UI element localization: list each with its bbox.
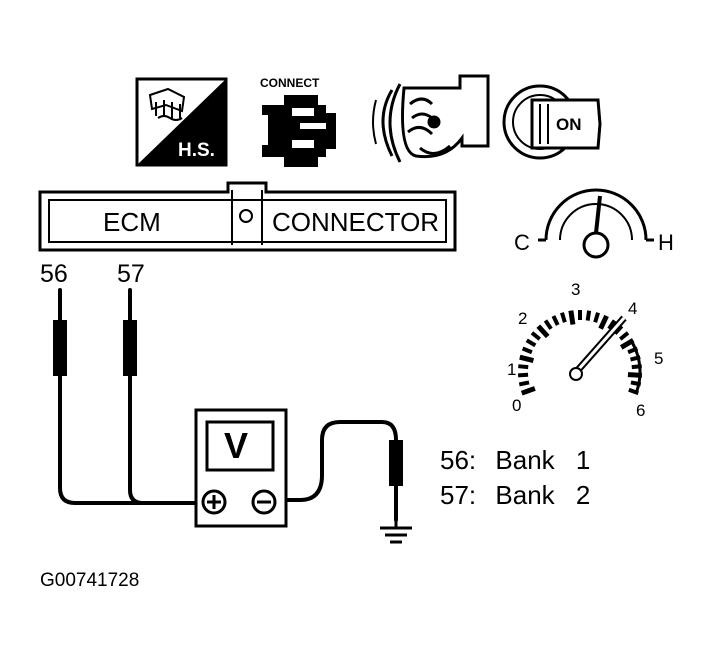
tach-scale-tick	[521, 346, 533, 355]
probe-tips	[53, 320, 403, 486]
legend-text-1: Bank	[495, 445, 555, 475]
ecm-connector	[38, 181, 457, 252]
hood-heat-shield-icon	[135, 77, 228, 167]
legend-number-1: 1	[575, 445, 591, 475]
tach-tick-1: 1	[507, 360, 517, 379]
gauge-cold-label: C	[514, 230, 530, 255]
tach-scale-tick	[520, 386, 536, 396]
tach-tick-2: 2	[518, 309, 528, 328]
tach-tick-3: 3	[571, 280, 581, 299]
legend-row-1: 56: Bank 1	[440, 447, 590, 473]
probe-wires	[58, 288, 398, 522]
connect-connector-icon	[262, 95, 336, 167]
tach-scale-tick	[613, 324, 624, 335]
temperature-gauge	[538, 188, 654, 259]
tach-scale-tick	[593, 312, 600, 323]
tach-scale-tick	[619, 338, 635, 350]
tach-scale-tick	[619, 331, 630, 341]
tach-scale-tick	[568, 310, 576, 325]
tach-needle	[569, 315, 627, 381]
ignition-on-label: ON	[556, 115, 582, 134]
legend-pin-57: 57:	[440, 480, 477, 510]
tach-scale-tick	[525, 338, 537, 348]
legend-text-2: Bank	[495, 480, 555, 510]
pin-57-label: 57	[117, 260, 145, 288]
tach-scale-tick	[536, 324, 550, 339]
legend-pin-56: 56:	[440, 445, 477, 475]
tach-tick-5: 5	[654, 349, 664, 368]
ignition-key-on-icon	[502, 84, 602, 160]
legend-row-2: 57: Bank 2	[440, 482, 590, 508]
tach-scale-tick	[551, 315, 560, 326]
tach-scale-tick	[518, 380, 530, 387]
tach-scale-tick	[585, 310, 592, 321]
tach-scale-tick	[598, 314, 609, 330]
tach-scale-tick	[560, 312, 567, 323]
tach-redzone-arc	[630, 341, 642, 394]
ecm-label: ECM	[103, 207, 161, 237]
tach-scale-tick	[530, 331, 541, 341]
tach-scale-tick	[519, 354, 534, 363]
tach-scale-tick	[518, 364, 529, 370]
voltmeter-display: V	[224, 425, 249, 466]
tachometer	[517, 310, 643, 396]
pin-56-label: 56	[40, 260, 68, 288]
hs-label: H.S.	[178, 140, 215, 161]
tach-scale-tick	[543, 319, 553, 330]
tach-scale-tick	[607, 319, 617, 330]
tach-tick-0: 0	[512, 396, 522, 415]
figure-id: G00741728	[40, 570, 140, 591]
tach-tick-4: 4	[628, 299, 638, 318]
gauge-hot-label: H	[658, 230, 674, 255]
connector-label: CONNECTOR	[272, 207, 440, 237]
voltmeter	[194, 408, 288, 528]
legend-number-2: 2	[575, 480, 591, 510]
tach-scale-tick	[628, 387, 639, 396]
ground-symbol	[380, 520, 412, 544]
connect-label: CONNECT	[260, 76, 320, 90]
engine-running-icon	[372, 74, 490, 163]
tach-scale-tick	[517, 372, 529, 378]
tach-tick-6: 6	[636, 401, 646, 420]
